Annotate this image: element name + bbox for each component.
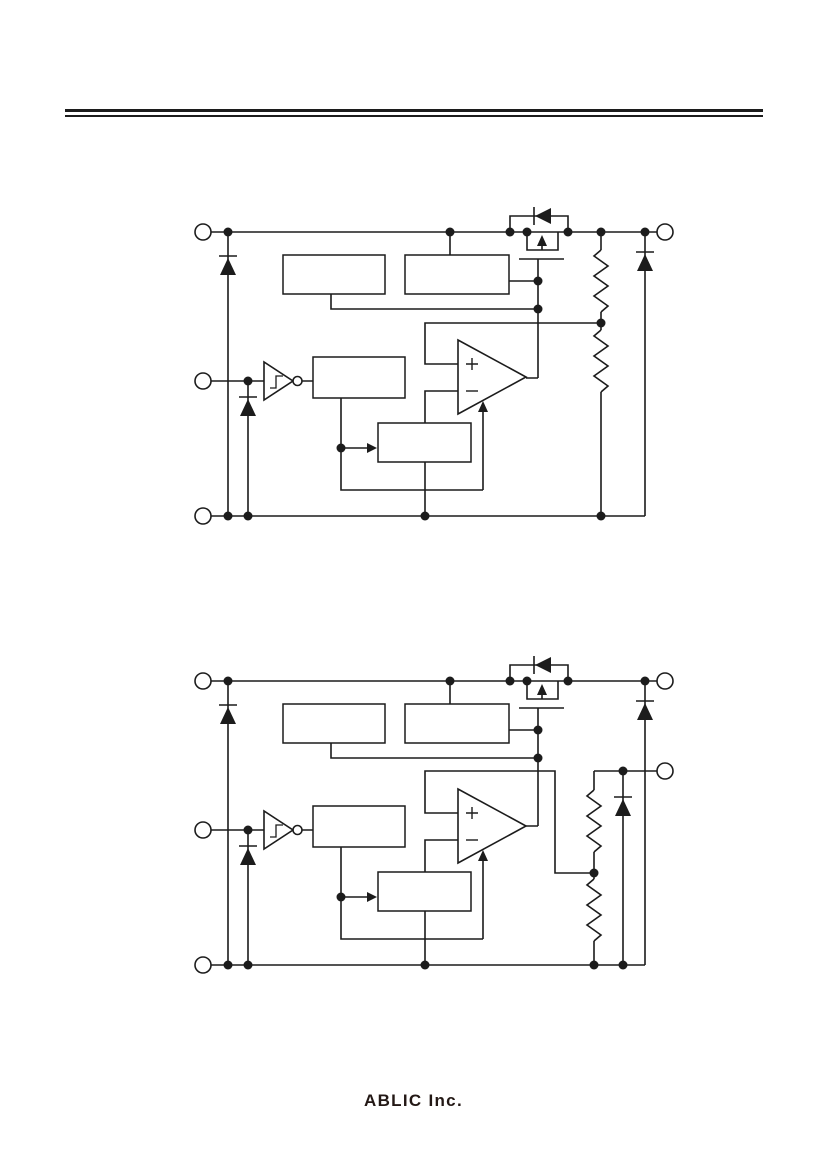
resistor-icon (594, 250, 608, 312)
vss-pin (195, 508, 211, 524)
junction-dots (223, 676, 650, 970)
functional-block-box (405, 255, 509, 294)
vsense-pin (657, 763, 673, 779)
enable-arrow-icon (478, 401, 488, 412)
footer-company-name: ABLIC Inc. (364, 1091, 463, 1110)
functional-block-box (283, 255, 385, 294)
block-connect-arrow-icon (367, 443, 377, 453)
body-arrow-icon (537, 684, 547, 695)
vin-pin (195, 673, 211, 689)
functional-block-box (313, 357, 405, 398)
block-diagram-2 (195, 656, 673, 973)
opamp-plus-icon (466, 358, 478, 370)
functional-block-box (405, 704, 509, 743)
functional-block-box (313, 806, 405, 847)
vout-esd-diode (636, 252, 654, 271)
onoff-pin (195, 373, 211, 389)
vout-esd-diode (636, 701, 654, 720)
resistor-icon (587, 790, 601, 852)
body-diode-icon (535, 657, 551, 673)
header-double-rule (65, 109, 763, 117)
feedback-resistor-divider (587, 771, 601, 965)
schmitt-trigger-icon (264, 811, 302, 849)
vin-pin (195, 224, 211, 240)
vin-esd-diode (219, 705, 237, 724)
vsense-esd-diode (614, 797, 632, 816)
pass-transistor (510, 207, 568, 259)
onoff-esd-diode (239, 846, 257, 865)
enable-arrow-icon (478, 850, 488, 861)
onoff-esd-diode (239, 397, 257, 416)
schmitt-trigger-icon (264, 362, 302, 400)
junction-dots (223, 227, 650, 521)
vout-pin (657, 224, 673, 240)
body-diode-icon (535, 208, 551, 224)
opamp-plus-icon (466, 807, 478, 819)
onoff-pin (195, 822, 211, 838)
functional-block-box (378, 872, 471, 911)
resistor-icon (587, 879, 601, 941)
block-connect-arrow-icon (367, 892, 377, 902)
resistor-icon (594, 330, 608, 392)
error-amplifier-opamp (458, 340, 526, 414)
functional-block-box (378, 423, 471, 462)
vout-pin (657, 673, 673, 689)
vss-pin (195, 957, 211, 973)
functional-block-box (283, 704, 385, 743)
pass-transistor (510, 656, 568, 708)
feedback-resistor-divider (594, 232, 608, 516)
block-diagram-1 (195, 207, 673, 524)
vin-esd-diode (219, 256, 237, 275)
body-arrow-icon (537, 235, 547, 246)
error-amplifier-opamp (458, 789, 526, 863)
